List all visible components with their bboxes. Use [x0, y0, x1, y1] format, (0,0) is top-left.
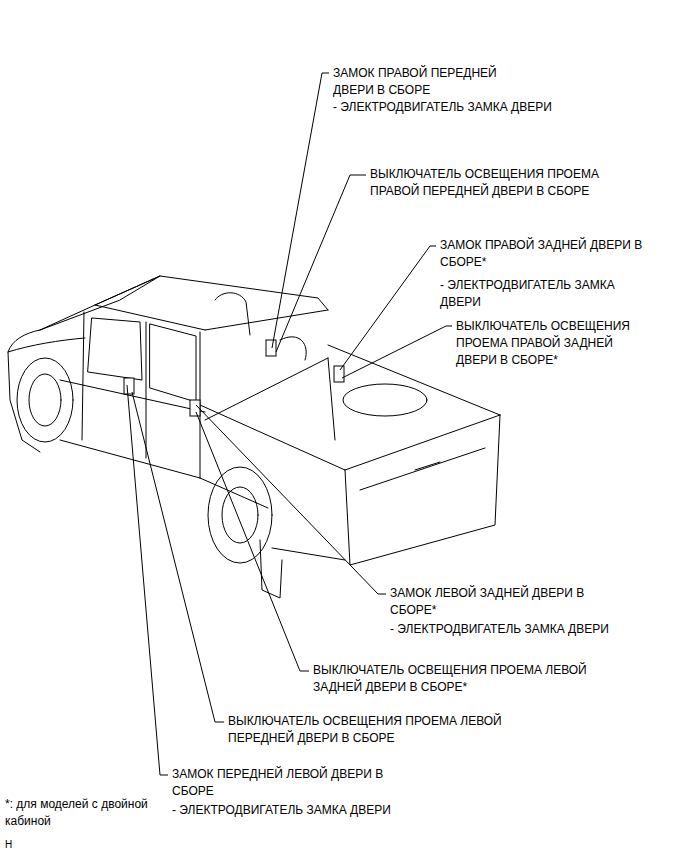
part-sublabel: - ЭЛЕКТРОДВИГАТЕЛЬ ЗАМКА ДВЕРИ	[390, 621, 650, 638]
part-sublabel: - ЭЛЕКТРОДВИГАТЕЛЬ ЗАМКА ДВЕРИ	[333, 99, 593, 116]
part-label: ЗАМОК ПЕРЕДНЕЙ ЛЕВОЙ ДВЕРИ В СБОРЕ	[172, 766, 402, 800]
part-label: ЗАМОК ЛЕВОЙ ЗАДНЕЙ ДВЕРИ В СБОРЕ*	[390, 585, 620, 619]
figure-code: H	[5, 836, 35, 853]
part-label: ВЫКЛЮЧАТЕЛЬ ОСВЕЩЕНИЯ ПРОЕМА ПРАВОЙ ПЕРЕ…	[370, 166, 620, 200]
footnote: *: для моделей с двойной кабиной	[5, 796, 150, 830]
part-label: ВЫКЛЮЧАТЕЛЬ ОСВЕЩЕНИЯ ПРОЕМА ПРАВОЙ ЗАДН…	[456, 318, 646, 369]
part-label: ЗАМОК ПРАВОЙ ПЕРЕДНЕЙ ДВЕРИ В СБОРЕ	[333, 65, 518, 99]
part-label: ЗАМОК ПРАВОЙ ЗАДНЕЙ ДВЕРИ В СБОРЕ*	[440, 237, 685, 271]
part-sublabel: - ЭЛЕКТРОДВИГАТЕЛЬ ЗАМКА ДВЕРИ	[440, 277, 650, 311]
part-label: ВЫКЛЮЧАТЕЛЬ ОСВЕЩЕНИЯ ПРОЕМА ЛЕВОЙ ПЕРЕД…	[228, 713, 548, 747]
part-label: ВЫКЛЮЧАТЕЛЬ ОСВЕЩЕНИЯ ПРОЕМА ЛЕВОЙ ЗАДНЕ…	[313, 662, 633, 696]
part-sublabel: - ЭЛЕКТРОДВИГАТЕЛЬ ЗАМКА ДВЕРИ	[172, 802, 432, 819]
